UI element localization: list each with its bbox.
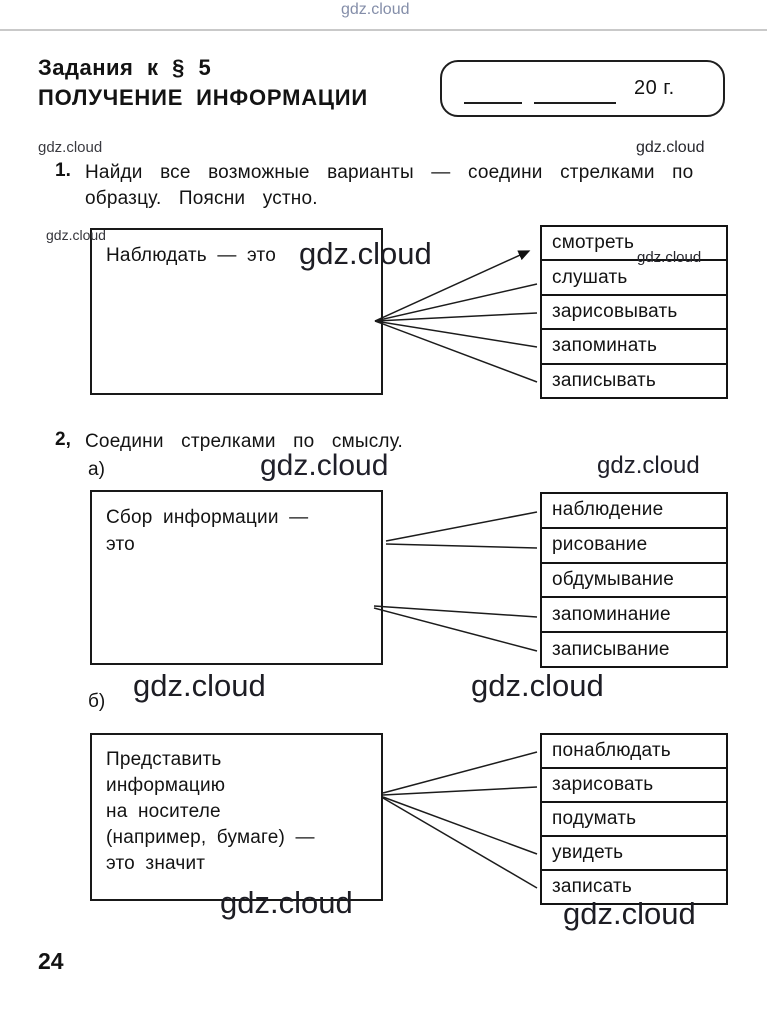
option-cell: записать <box>542 869 726 903</box>
watermark: gdz.cloud <box>341 1 410 18</box>
task2a-options-table: наблюдение рисование обдумывание запомин… <box>540 492 728 668</box>
option-cell: увидеть <box>542 835 726 869</box>
option-cell: понаблюдать <box>552 740 671 761</box>
task1-options-table: смотреть слушать зарисовывать запоминать… <box>540 225 728 399</box>
connector-line <box>385 511 538 542</box>
option-cell: запоминать <box>542 328 726 362</box>
watermark: gdz.cloud <box>46 227 106 243</box>
option-cell: записывание <box>542 631 726 666</box>
option-cell: подумать <box>542 801 726 835</box>
section-title: ПОЛУЧЕНИЕ ИНФОРМАЦИИ <box>38 85 368 110</box>
year-suffix: 20 г. <box>634 77 675 99</box>
watermark: gdz.cloud <box>38 139 103 156</box>
option-cell: рисование <box>542 526 726 562</box>
watermark: gdz.cloud <box>563 896 696 931</box>
task1-instruction: Найди все возможные варианты — соедини с… <box>85 162 694 209</box>
date-blank-line <box>534 102 616 104</box>
connector-line <box>374 283 538 322</box>
connector-line <box>382 751 538 794</box>
option-cell: зарисовывать <box>542 293 726 328</box>
watermark: gdz.cloud <box>220 885 353 920</box>
watermark: gdz.cloud <box>299 236 432 271</box>
watermark: gdz.cloud <box>636 139 705 156</box>
connector-line <box>374 320 538 348</box>
connector-line <box>382 797 538 889</box>
option-cell: запоминание <box>542 596 726 631</box>
task2a-label: а) <box>88 459 105 480</box>
task2b-options-table: понаблюдать зарисовать подумать увидеть … <box>540 733 728 905</box>
connector-line <box>374 312 538 322</box>
task1-number: 1. <box>55 160 71 181</box>
option-cell: зарисовать <box>542 767 726 801</box>
task2a-source-box: Сбор информации — это <box>90 490 383 665</box>
task2-number: 2, <box>55 429 71 450</box>
option-cell: смотреть <box>552 232 635 254</box>
watermark: gdz.cloud <box>637 249 702 266</box>
date-box: 20 г. <box>440 60 725 117</box>
watermark: gdz.cloud <box>471 668 604 703</box>
task2a-source-text: Сбор информации — это <box>106 507 309 555</box>
tasks-title: Задания к § 5 <box>38 55 212 80</box>
connector-line <box>382 786 538 796</box>
task2b-source-text: Представить информацию на носителе (напр… <box>106 749 315 874</box>
option-cell: наблюдение <box>552 499 664 521</box>
watermark: gdz.cloud <box>597 452 700 479</box>
option-cell: записывать <box>542 362 726 397</box>
task1-source-text: Наблюдать — это <box>106 245 276 266</box>
connector-line <box>385 543 538 549</box>
scan-edge-line <box>0 29 767 31</box>
option-cell: обдумывание <box>542 561 726 597</box>
watermark: gdz.cloud <box>260 449 389 482</box>
task2b-label: б) <box>88 691 106 712</box>
task2b-source-box: Представить информацию на носителе (напр… <box>90 733 383 901</box>
connector-line <box>374 320 538 383</box>
task1-source-box: Наблюдать — это <box>90 228 383 395</box>
option-cell: слушать <box>542 259 726 293</box>
date-blank-line <box>464 102 522 104</box>
page-number: 24 <box>38 948 64 974</box>
connector-line <box>373 605 538 618</box>
connector-line <box>373 607 538 652</box>
watermark: gdz.cloud <box>133 668 266 703</box>
task2-instruction: Соедини стрелками по смыслу. <box>85 431 403 452</box>
connector-line <box>382 796 538 855</box>
